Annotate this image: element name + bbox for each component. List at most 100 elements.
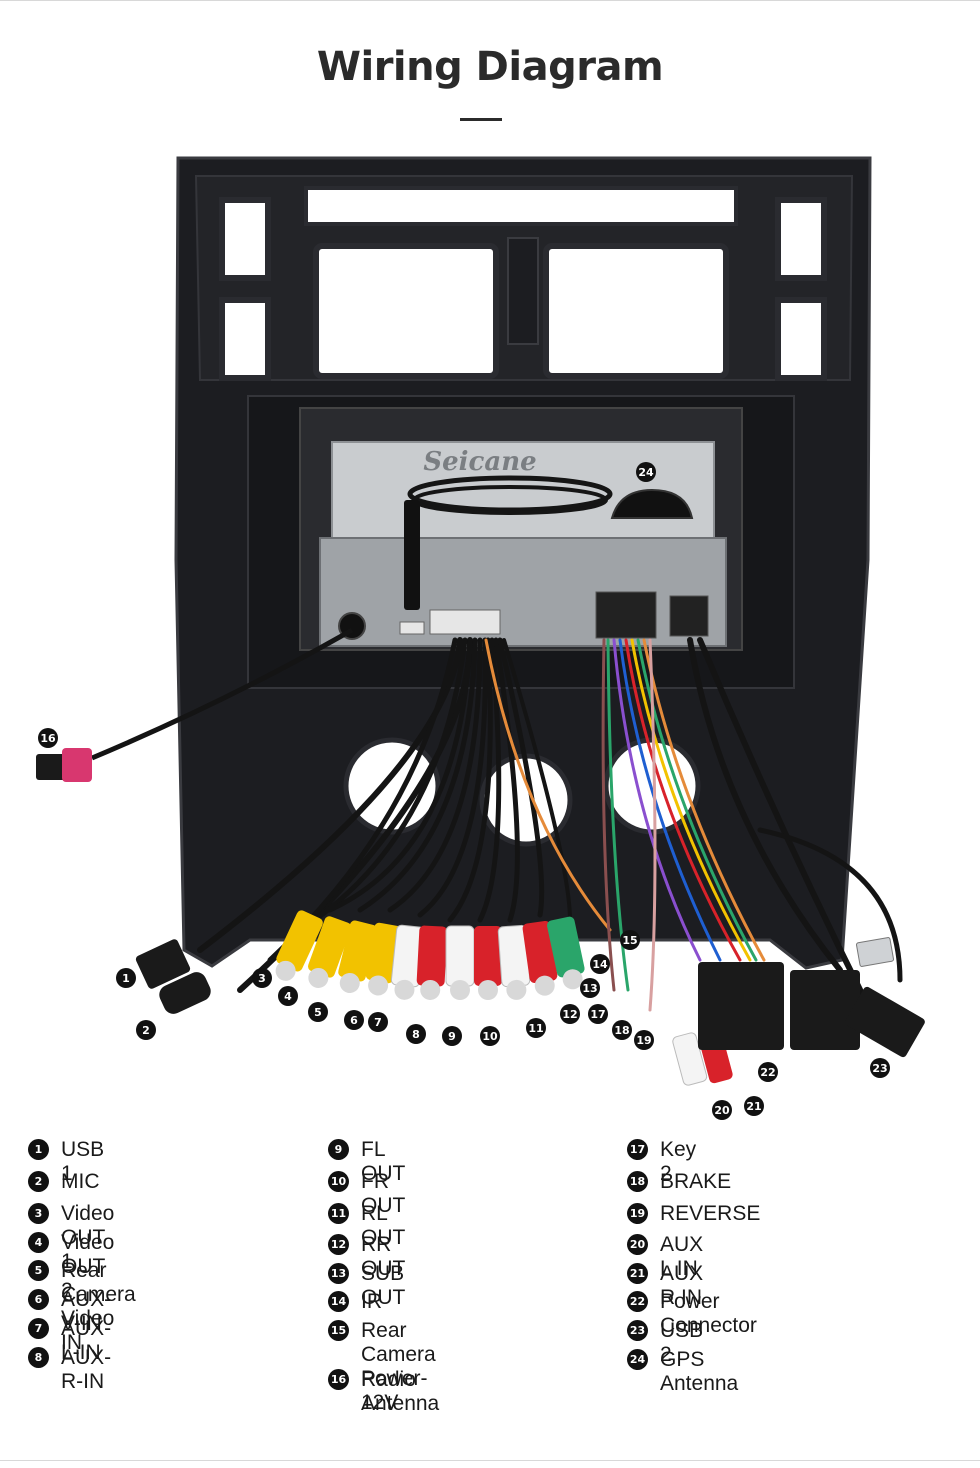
legend-label: FL OUT	[361, 1138, 406, 1185]
svg-text:2: 2	[142, 1024, 150, 1037]
number-badge: 8	[28, 1347, 49, 1368]
marker-4: 4	[278, 986, 298, 1006]
number-badge: 14	[328, 1291, 349, 1312]
legend-item: 19 REVERSE	[627, 1202, 760, 1226]
brand-logo: Seicane	[423, 447, 536, 477]
number-badge: 13	[328, 1263, 349, 1284]
legend-item: 4 Video OUT 2	[28, 1231, 114, 1303]
legend-label: MIC	[61, 1170, 100, 1193]
legend-label: USB 2	[660, 1319, 704, 1366]
legend-label: Video OUT 2	[61, 1231, 115, 1302]
legend-label: RR OUT	[361, 1233, 406, 1280]
marker-5: 5	[308, 1002, 328, 1022]
svg-text:11: 11	[528, 1022, 543, 1035]
svg-text:9: 9	[448, 1030, 456, 1043]
svg-text:13: 13	[582, 982, 597, 995]
svg-text:10: 10	[482, 1030, 498, 1043]
marker-11: 11	[526, 1018, 546, 1038]
svg-text:16: 16	[40, 732, 56, 745]
svg-text:18: 18	[614, 1024, 629, 1037]
legend-item: 2 MIC	[28, 1170, 100, 1194]
number-badge: 6	[28, 1289, 49, 1310]
legend-item: 23 USB 2	[627, 1319, 703, 1367]
number-badge: 3	[28, 1203, 49, 1224]
legend-item: 12 RR OUT	[328, 1233, 405, 1281]
number-badge: 16	[328, 1369, 349, 1390]
marker-21: 21	[744, 1096, 764, 1116]
legend-label: Rear Camera Power-12V	[361, 1319, 436, 1414]
svg-text:24: 24	[638, 466, 654, 479]
marker-1: 1	[116, 968, 136, 988]
marker-23: 23	[870, 1058, 890, 1078]
marker-7: 7	[368, 1012, 388, 1032]
svg-text:14: 14	[592, 958, 608, 971]
legend-item: 6 AUX-V-IN	[28, 1288, 111, 1336]
marker-24: 24	[636, 462, 656, 482]
number-badge: 4	[28, 1232, 49, 1253]
marker-19: 19	[634, 1030, 654, 1050]
legend-item: 11 RL OUT	[328, 1202, 405, 1250]
marker-15: 15	[620, 930, 640, 950]
legend-item: 24 GPS Antenna	[627, 1348, 738, 1396]
marker-6: 6	[344, 1010, 364, 1030]
diagram-markers: 16 24 1 2 3 4 5 6 7 8 9 10 11 12 13 14 1…	[38, 462, 890, 1120]
marker-8: 8	[406, 1024, 426, 1044]
number-badge: 7	[28, 1318, 49, 1339]
svg-text:17: 17	[590, 1008, 605, 1021]
number-badge: 11	[328, 1203, 349, 1224]
number-badge: 23	[627, 1320, 648, 1341]
legend-label: Radio Antenna	[361, 1368, 440, 1415]
legend-item: 16 Radio Antenna	[328, 1368, 439, 1416]
marker-12: 12	[560, 1004, 580, 1024]
number-badge: 2	[28, 1171, 49, 1192]
svg-text:22: 22	[760, 1066, 775, 1079]
power-connector	[698, 962, 860, 1050]
legend-item: 15 Rear Camera Power-12V	[328, 1319, 436, 1415]
legend-item: 17 Key 2	[627, 1138, 696, 1186]
legend-label: Key 2	[660, 1138, 697, 1185]
rca-plugs	[275, 910, 733, 1086]
page-title: Wiring Diagram	[316, 44, 664, 90]
svg-text:20: 20	[714, 1104, 730, 1117]
svg-text:1: 1	[122, 972, 130, 985]
radio-antenna-cable	[36, 627, 354, 782]
legend-item: 13 SUB OUT	[328, 1262, 405, 1310]
legend-label: RL OUT	[361, 1202, 406, 1249]
head-unit: Seicane	[299, 407, 743, 651]
number-badge: 15	[328, 1320, 349, 1341]
legend-label: SUB OUT	[361, 1262, 406, 1309]
legend-label: FR OUT	[361, 1170, 406, 1217]
legend-item: 7 AUX-L-IN	[28, 1317, 111, 1365]
number-badge: 24	[627, 1349, 648, 1370]
svg-text:5: 5	[314, 1006, 322, 1019]
number-badge: 18	[627, 1171, 648, 1192]
wiring-diagram-illustration: Seicane	[36, 156, 925, 1120]
marker-13: 13	[580, 978, 600, 998]
svg-text:21: 21	[746, 1100, 761, 1113]
legend-label: REVERSE	[660, 1202, 761, 1225]
legend-label: Power Connector	[660, 1290, 757, 1337]
legend-label: USB 1	[61, 1138, 105, 1185]
legend-label: AUX R IN	[660, 1262, 704, 1309]
marker-14: 14	[590, 954, 610, 974]
marker-16: 16	[38, 728, 58, 748]
marker-9: 9	[442, 1026, 462, 1046]
number-badge: 12	[328, 1234, 349, 1255]
top-divider	[0, 0, 980, 1]
bottom-divider	[0, 1460, 980, 1461]
legend-label: GPS Antenna	[660, 1348, 739, 1395]
marker-18: 18	[612, 1020, 632, 1040]
svg-text:6: 6	[350, 1014, 358, 1027]
marker-3: 3	[252, 968, 272, 988]
number-badge: 21	[627, 1263, 648, 1284]
number-badge: 19	[627, 1203, 648, 1224]
legend-label: AUX-V-IN	[61, 1288, 112, 1335]
number-badge: 17	[627, 1139, 648, 1160]
legend-label: AUX-L-IN	[61, 1317, 112, 1364]
